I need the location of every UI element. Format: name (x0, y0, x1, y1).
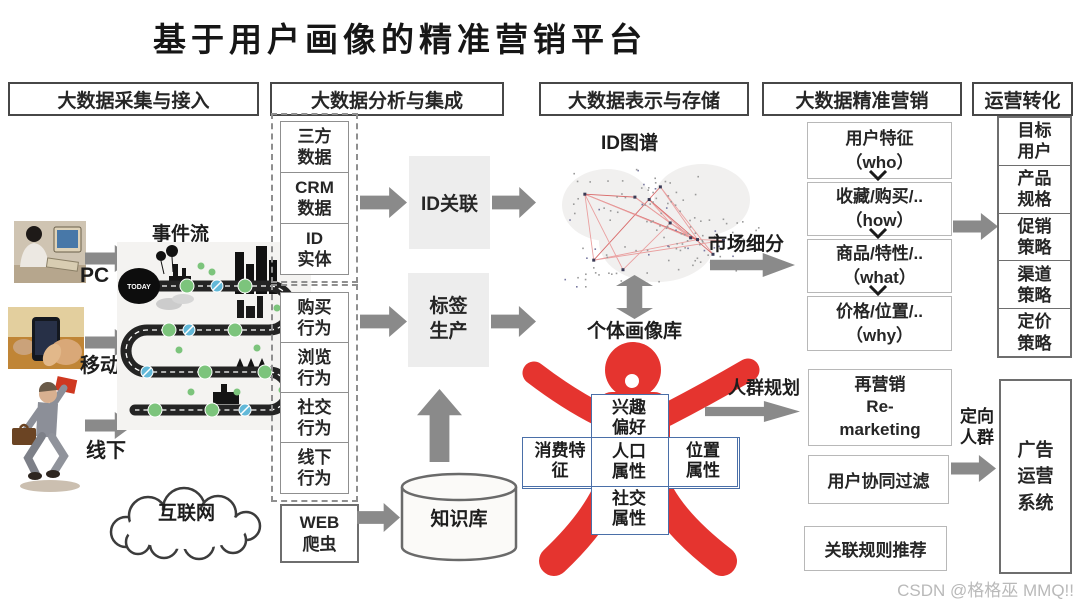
behavior-box: 社交 行为 (280, 392, 349, 444)
header-marketing: 大数据精准营销 (762, 82, 962, 116)
arrow-knowledge-to-tagprod (417, 389, 462, 462)
strategy-box: 定价 策略 (999, 308, 1070, 356)
attr-demographic: 人口 属性 (612, 442, 646, 482)
event-stream-today-label: TODAY (127, 284, 151, 291)
offline-businessman-clipart (12, 376, 80, 492)
funnel-how-box: 收藏/购买/.. （how） (807, 182, 952, 236)
watermark: CSDN @格格巫 MMQ!! (897, 581, 1074, 600)
pc-user-photo (14, 221, 86, 283)
data-source-box: ID 实体 (280, 222, 349, 275)
ad-operation-system-box: 广告 运营 系统 (999, 379, 1072, 574)
third-party-data-group: 三方 数据 CRM 数据 ID 实体 (271, 113, 358, 283)
attr-consumption: 消费特 征 (534, 441, 586, 481)
header-analysis: 大数据分析与集成 (270, 82, 504, 116)
attr-location: 位置 属性 (686, 441, 720, 481)
arrow-funnel-to-strategy (953, 213, 998, 240)
mobile-photo (8, 307, 84, 369)
behavior-box: 线下 行为 (280, 442, 349, 494)
behavior-box: 浏览 行为 (280, 342, 349, 394)
data-source-box: 三方 数据 (280, 121, 349, 174)
chevron-down-icon (868, 170, 888, 182)
collaborative-filtering-box: 用户协同过滤 (808, 455, 949, 504)
market-segmentation-label: 市场细分 (708, 234, 785, 255)
individual-profile-db-label: 个体画像库 (587, 321, 683, 342)
strategy-stack: 目标 用户 产品 规格 促销 策略 渠道 策略 定价 策略 (997, 116, 1072, 358)
arrow-data-to-idlink (360, 187, 407, 218)
header-storage: 大数据表示与存储 (539, 82, 749, 116)
association-rules-box: 关联规则推荐 (804, 526, 947, 571)
arrow-crawler-to-knowledge (357, 503, 400, 532)
internet-label: 互联网 (157, 503, 215, 524)
header-conversion: 运营转化 (972, 82, 1073, 116)
arrow-to-ad-system (951, 455, 996, 482)
id-graph-network-graphic (562, 164, 760, 288)
funnel-what-box: 商品/特性/.. （what） (807, 239, 952, 293)
mobile-label: 移动 (80, 355, 120, 377)
strategy-box: 促销 策略 (999, 212, 1070, 261)
funnel-who-box: 用户特征 （who） (807, 122, 952, 179)
event-stream-graphic: TODAY (117, 242, 311, 430)
behavior-box: 购买 行为 (280, 292, 349, 344)
tag-production-box: 标签 生产 (408, 273, 489, 367)
chevron-down-icon (868, 285, 888, 297)
knowledge-base-cylinder (400, 472, 518, 562)
offline-label: 线下 (86, 440, 126, 462)
event-stream-label: 事件流 (152, 224, 210, 245)
remarketing-box: 再营销 Re- marketing (808, 369, 952, 446)
strategy-box: 产品 规格 (999, 164, 1070, 213)
arrow-idlink-to-idgraph (492, 187, 536, 218)
strategy-box: 目标 用户 (1017, 121, 1052, 162)
chevron-down-icon (868, 228, 888, 240)
pc-label: PC (80, 264, 110, 287)
header-collection: 大数据采集与接入 (8, 82, 259, 116)
crowd-planning-label: 人群规划 (728, 378, 800, 398)
id-graph-label: ID图谱 (601, 133, 659, 154)
attr-interest: 兴趣 偏好 (612, 398, 646, 438)
persona-horizontal-box-border (522, 437, 738, 487)
knowledge-base-label: 知识库 (430, 509, 488, 530)
funnel-why-box: 价格/位置/.. （why） (807, 296, 952, 351)
web-crawler-box: WEB 爬虫 (280, 504, 359, 563)
page-title: 基于用户画像的精准营销平台 (153, 21, 647, 58)
behavior-data-group: 购买 行为 浏览 行为 社交 行为 线下 行为 (271, 284, 358, 502)
attr-social: 社交 属性 (612, 489, 646, 529)
internet-cloud-shape (109, 486, 262, 561)
targeted-crowd-label: 定向 人群 (960, 407, 994, 448)
strategy-box: 渠道 策略 (999, 260, 1070, 308)
arrow-behavior-to-tagprod (360, 306, 407, 337)
data-source-box: CRM 数据 (280, 171, 349, 225)
persona-vertical-box (591, 394, 669, 535)
arrow-tagprod-to-profiledb (491, 306, 536, 337)
id-link-box: ID关联 (409, 156, 490, 249)
